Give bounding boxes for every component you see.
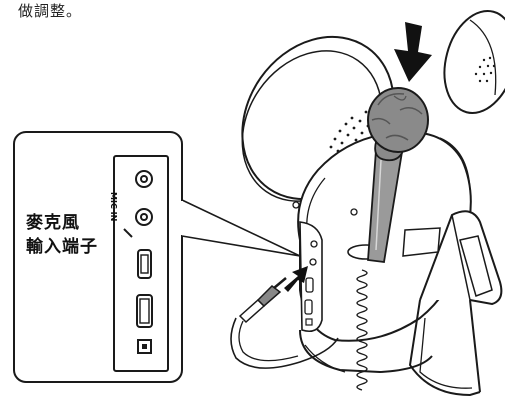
audio-plug — [230, 277, 339, 369]
down-arrow-icon — [394, 22, 432, 82]
mic-in-port-label: MIC IN — [109, 192, 118, 222]
callout-label-line1: 麥克風 — [26, 213, 80, 233]
callout-label-line2: 輸入端子 — [26, 237, 98, 257]
microphone — [347, 87, 429, 264]
callout-box — [13, 131, 301, 383]
plug-in-arrow-icon — [284, 266, 308, 292]
device-stand — [402, 210, 503, 397]
caption-text: 做調整。 — [18, 2, 83, 20]
right-ear — [443, 10, 505, 114]
coiled-cable — [356, 269, 368, 391]
